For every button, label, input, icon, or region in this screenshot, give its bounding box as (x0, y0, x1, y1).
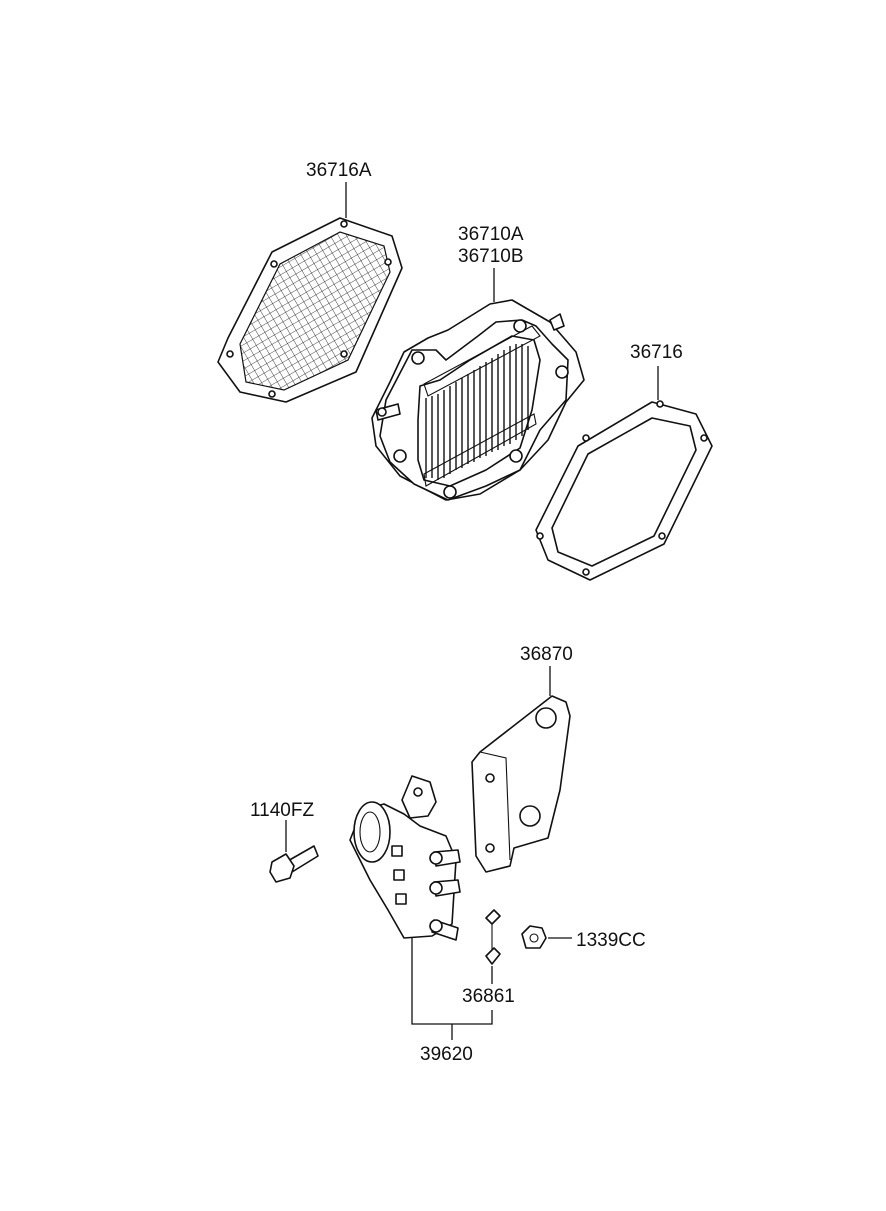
rear-gasket (535, 400, 713, 581)
label-36710: 36710A 36710B (458, 224, 524, 302)
label-36870: 36870 (520, 644, 573, 696)
label-39620: 39620 (411, 938, 493, 1065)
label-36861: 36861 (462, 966, 515, 1007)
label-36716: 36716 (630, 342, 683, 400)
terminal-clips (485, 909, 501, 965)
part-number-36710B: 36710B (458, 246, 524, 267)
part-number-36870: 36870 (520, 644, 573, 665)
mounting-bracket (471, 695, 571, 873)
front-gasket-with-mesh (217, 217, 403, 403)
part-number-36716: 36716 (630, 342, 683, 363)
core-housing (371, 299, 585, 501)
hex-bolt (269, 845, 319, 883)
label-36716A: 36716A (306, 160, 372, 218)
part-number-1140FZ: 1140FZ (250, 800, 314, 821)
label-1140FZ: 1140FZ (250, 800, 314, 852)
flange-nut (521, 925, 547, 949)
part-number-36861: 36861 (462, 986, 515, 1007)
part-number-39620: 39620 (420, 1044, 473, 1065)
part-number-36710A: 36710A (458, 224, 524, 245)
label-1339CC: 1339CC (548, 930, 646, 951)
terminal-studs (429, 849, 461, 941)
part-number-36716A: 36716A (306, 160, 372, 181)
part-number-1339CC: 1339CC (576, 930, 646, 951)
relay-assembly (349, 775, 461, 941)
